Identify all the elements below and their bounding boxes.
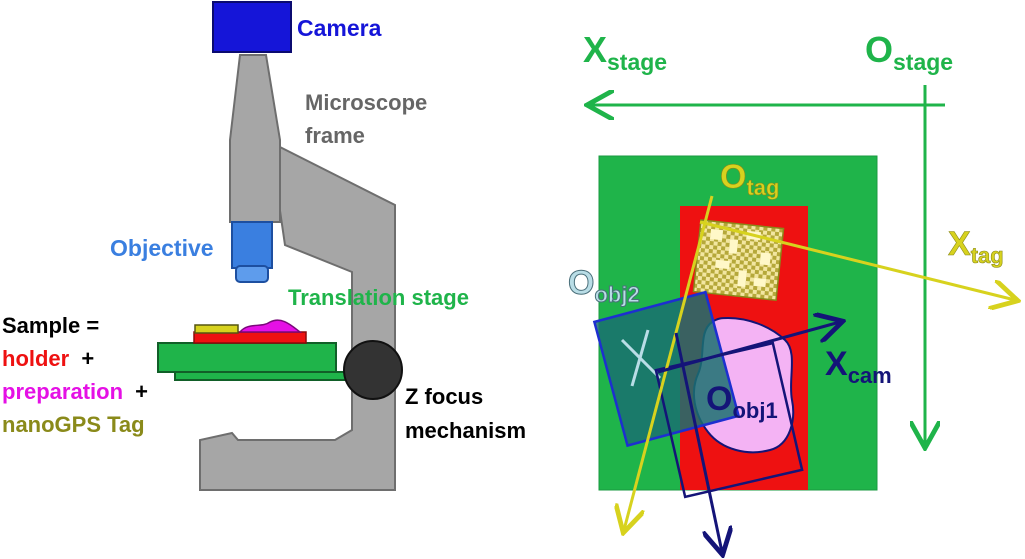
label-x-stage: Xstage	[583, 29, 667, 75]
microscope-tube	[229, 54, 281, 223]
label-translation-stage: Translation stage	[288, 285, 469, 310]
label-nanogps-tag: nanoGPS Tag	[2, 412, 145, 437]
objective-icon	[231, 221, 273, 269]
label-o-obj2: Oobj2	[568, 264, 640, 307]
camera-icon	[212, 1, 292, 53]
label-objective: Objective	[110, 235, 214, 261]
z-focus-knob-icon	[343, 340, 403, 400]
y-cam-axis	[674, 332, 722, 552]
translation-stage-plate	[157, 342, 337, 373]
microscope	[157, 1, 403, 491]
label-x-tag: Xtag	[948, 225, 1004, 268]
coordinate-diagram	[590, 85, 1015, 552]
label-x-cam: Xcam	[825, 345, 892, 388]
label-o-obj1: Oobj1	[706, 380, 778, 423]
label-preparation-plus: +	[135, 379, 148, 404]
label-camera: Camera	[297, 15, 382, 41]
x-tag-axis	[699, 220, 1015, 300]
preparation-shape	[238, 319, 303, 333]
label-holder-word: holder	[2, 346, 70, 371]
microscope-frame	[199, 140, 396, 491]
label-microscope-frame-1: Microscope	[305, 90, 427, 115]
label-o-tag: Otag	[720, 158, 779, 200]
label-o-stage: Ostage	[865, 29, 953, 75]
x-cam-axis	[657, 322, 840, 374]
label-preparation-word: preparation	[2, 379, 123, 404]
label-microscope-frame-2: frame	[305, 123, 365, 148]
label-holder-plus: +	[81, 346, 94, 371]
label-holder: holder +	[2, 346, 94, 371]
label-z-focus-1: Z focus	[405, 384, 483, 409]
y-tag-axis	[624, 195, 714, 530]
label-preparation: preparation +	[2, 379, 148, 404]
nanogps-tag-shape	[194, 324, 239, 334]
stage-support	[174, 371, 356, 381]
label-sample: Sample =	[2, 313, 99, 338]
label-z-focus-2: mechanism	[405, 418, 526, 443]
